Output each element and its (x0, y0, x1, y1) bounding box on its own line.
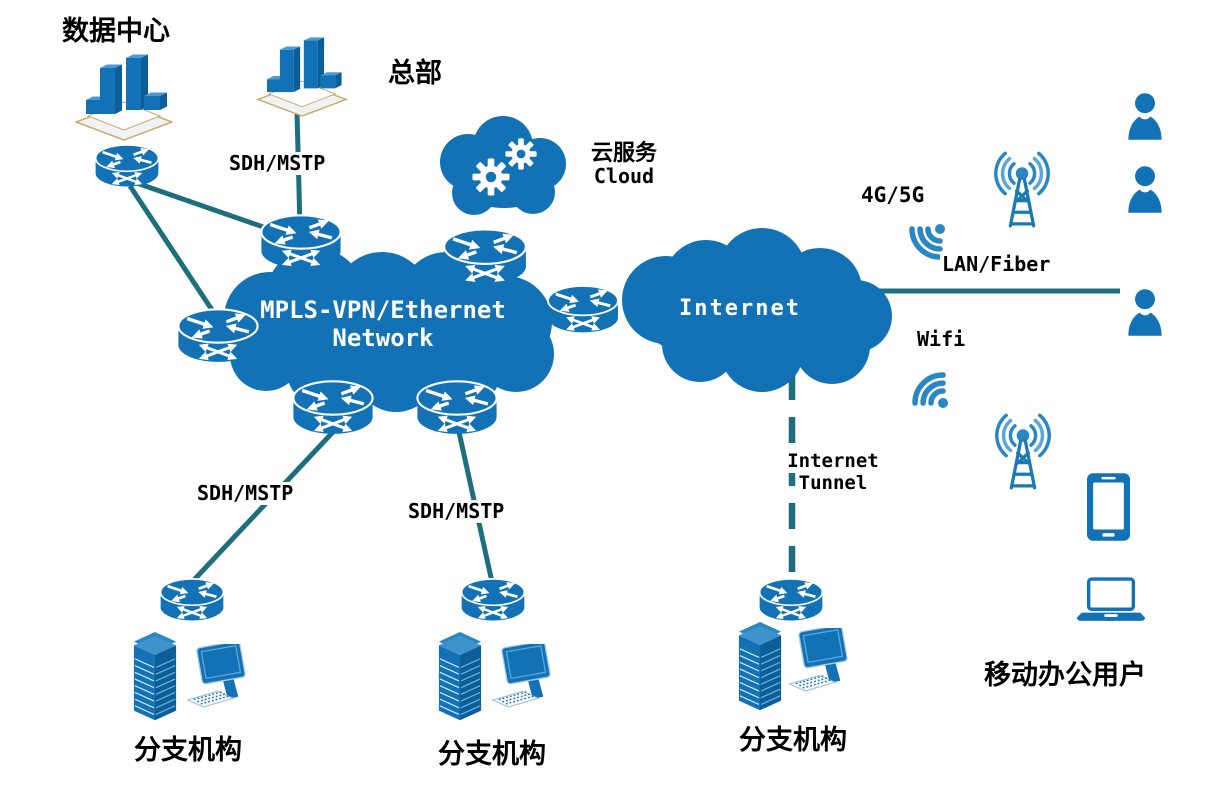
label-internet: Internet (679, 296, 801, 321)
link-dc-router-to-mpls-left-router (127, 184, 223, 324)
label-cloud-service-cn: 云服务 (590, 140, 657, 165)
smartphone-icon (1087, 473, 1130, 541)
label-internet-tunnel-line1: Internet (785, 450, 881, 473)
label-mobile-users: 移动办公用户 (984, 660, 1146, 690)
label-sdh-mstp-top: SDH/MSTP (227, 151, 328, 175)
wifi-signal-icon (909, 369, 960, 420)
branch2-router-icon (462, 579, 525, 621)
data-center-router-icon (96, 145, 159, 187)
mpls-bottommid-router-icon (417, 381, 496, 434)
branch3-workstation-icon (789, 628, 849, 692)
headquarters-building-icon (257, 36, 347, 117)
data-center-building-icon (75, 53, 173, 141)
gear-icon (472, 158, 510, 196)
gear-icon (505, 138, 537, 170)
label-internet-tunnel-line2: Tunnel (796, 471, 870, 495)
label-sdh-mstp-branch2: SDH/MSTP (406, 499, 507, 523)
label-headquarters: 总部 (388, 58, 442, 88)
user-icon (1128, 93, 1162, 140)
label-lan-fiber: LAN/Fiber (940, 252, 1053, 276)
label-cloud-service: 云服务 Cloud (578, 140, 670, 188)
label-data-center: 数据中心 (62, 16, 170, 46)
label-branch3: 分支机构 (739, 725, 847, 755)
label-branch2: 分支机构 (438, 739, 546, 769)
branch1-workstation-icon (187, 644, 247, 708)
label-4g-5g: 4G/5G (861, 183, 925, 207)
cloud-service-router-icon (444, 229, 526, 283)
branch1-router-icon (161, 579, 224, 621)
branch3-router-icon (760, 579, 823, 621)
label-mpls-network: MPLS-VPN/Ethernet Network (233, 296, 533, 352)
branch1-server-rack-icon (133, 632, 177, 721)
user-icon (1128, 289, 1162, 336)
label-cloud-service-en: Cloud (593, 164, 655, 189)
label-internet-tunnel: Internet Tunnel (778, 450, 888, 495)
internet-cloud-icon (622, 228, 892, 392)
label-sdh-mstp-branch1: SDH/MSTP (195, 481, 296, 505)
label-wifi: Wifi (917, 327, 966, 351)
mpls-bottomleft-router-icon (293, 381, 372, 434)
radio-tower-icon (995, 413, 1051, 490)
label-mpls-line1: MPLS-VPN/Ethernet (260, 296, 506, 324)
link-mpls-to-branch1-router (190, 430, 335, 584)
radio-tower-icon (994, 151, 1050, 228)
branch2-server-rack-icon (438, 632, 482, 721)
mpls-topleft-router-icon (261, 215, 340, 268)
user-icon (1128, 166, 1162, 213)
branch2-workstation-icon (492, 644, 552, 708)
label-branch1: 分支机构 (134, 735, 242, 765)
branch3-server-rack-icon (738, 622, 782, 711)
mpls-network-cloud-icon (224, 248, 554, 412)
label-mpls-line2: Network (332, 323, 434, 352)
mpls-internet-edge-router-icon (548, 286, 618, 332)
laptop-icon (1076, 577, 1146, 623)
